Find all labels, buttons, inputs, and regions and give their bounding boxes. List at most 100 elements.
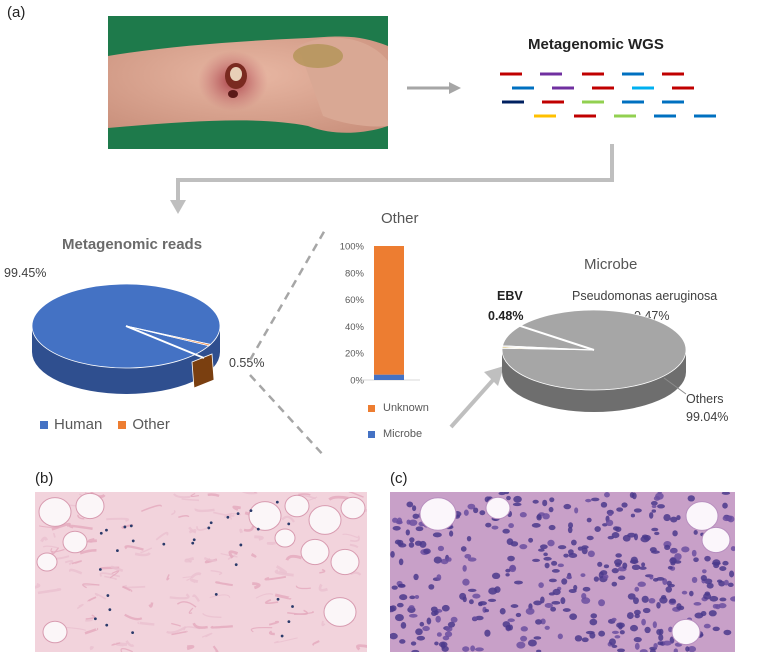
collagen-fiber <box>99 572 121 578</box>
cell-nucleus <box>430 606 438 613</box>
collagen-fiber <box>120 647 134 652</box>
cell-nucleus <box>406 519 411 525</box>
cell-nucleus <box>703 623 711 629</box>
cell-nucleus <box>568 552 578 558</box>
cell-nucleus <box>434 641 439 646</box>
collagen-fiber <box>84 627 99 635</box>
cell-nucleus <box>485 522 492 528</box>
cell-nucleus <box>703 593 712 600</box>
collagen-fiber <box>40 536 48 543</box>
zoom-dashed-lines <box>248 229 327 458</box>
collagen-fiber <box>209 594 231 599</box>
collagen-fiber <box>66 626 87 631</box>
cell-nucleus <box>422 625 430 632</box>
collagen-fiber <box>264 575 287 581</box>
histology-b-texture <box>35 492 367 652</box>
cell-nucleus <box>409 595 416 600</box>
cell-nucleus <box>468 599 474 605</box>
cell-nucleus <box>438 641 448 648</box>
cell-nucleus <box>641 618 646 626</box>
cell-nucleus <box>614 635 621 639</box>
cell-nucleus <box>581 547 588 555</box>
cell-nucleus <box>532 499 539 504</box>
pigment-dot <box>98 568 102 571</box>
cell-nucleus <box>617 648 625 652</box>
collagen-fiber <box>241 492 258 495</box>
fat-vacuole <box>274 528 296 548</box>
cell-nucleus <box>557 545 567 550</box>
cell-nucleus <box>611 568 619 574</box>
collagen-fiber <box>181 498 200 502</box>
pigment-dot <box>106 594 110 597</box>
cell-nucleus <box>604 492 610 498</box>
cell-nucleus <box>723 629 732 636</box>
cell-nucleus <box>462 646 470 652</box>
reads-pie-slice <box>125 325 212 347</box>
collagen-fiber <box>35 583 41 589</box>
collagen-fiber <box>148 602 154 608</box>
cell-nucleus <box>474 647 484 652</box>
other-bar-y-tick: 80% <box>345 268 365 279</box>
cell-nucleus <box>598 599 606 607</box>
collagen-fiber <box>115 642 128 647</box>
cell-nucleus <box>399 639 406 644</box>
cell-nucleus <box>718 580 726 587</box>
cell-nucleus <box>631 492 637 500</box>
cell-nucleus <box>550 606 557 612</box>
collagen-fiber <box>295 585 311 590</box>
collagen-fiber <box>268 630 275 636</box>
collagen-fiber <box>166 574 170 581</box>
cell-nucleus <box>397 584 406 588</box>
cell-nucleus <box>535 619 542 625</box>
cell-nucleus <box>494 586 501 593</box>
cell-nucleus <box>687 645 697 652</box>
fat-vacuole <box>75 492 105 520</box>
collagen-fiber <box>252 582 261 590</box>
microbe-pie-label-others: Others <box>686 392 724 406</box>
cell-nucleus <box>627 532 636 538</box>
cell-nucleus <box>667 565 673 570</box>
cell-nucleus <box>525 607 535 615</box>
fat-vacuole <box>340 496 366 520</box>
collagen-fiber <box>122 584 146 589</box>
leg-ulcer-photo <box>108 16 388 149</box>
cell-nucleus <box>648 598 656 604</box>
pigment-dot <box>276 597 280 601</box>
cell-nucleus <box>626 612 634 620</box>
other-bar-segment-unknown <box>374 246 404 375</box>
cell-nucleus <box>663 514 671 522</box>
collagen-fiber <box>220 552 238 558</box>
collagen-fiber <box>76 603 84 610</box>
collagen-fiber <box>155 531 169 541</box>
cell-nucleus <box>611 630 619 634</box>
cell-nucleus <box>721 492 731 495</box>
cell-nucleus <box>730 546 735 552</box>
pigment-dot <box>249 509 253 513</box>
cell-nucleus <box>532 558 541 563</box>
cell-nucleus <box>398 558 404 566</box>
cell-nucleus <box>727 582 734 588</box>
collagen-fiber <box>166 625 187 634</box>
collagen-fiber <box>215 581 233 587</box>
cell-nucleus <box>432 532 442 538</box>
collagen-fiber <box>188 607 194 614</box>
cell-nucleus <box>405 529 410 536</box>
collagen-fiber <box>328 495 349 501</box>
cell-nucleus <box>460 546 467 552</box>
cell-nucleus <box>440 558 449 565</box>
collagen-fiber <box>203 557 217 562</box>
fat-vacuole <box>248 501 282 531</box>
pigment-dot <box>256 527 260 531</box>
cell-nucleus <box>467 588 477 592</box>
cell-nucleus <box>589 618 598 626</box>
reads-pie-leader <box>125 325 205 359</box>
collagen-fiber <box>250 626 273 633</box>
cell-nucleus <box>390 632 398 640</box>
collagen-fiber <box>190 572 202 579</box>
cell-nucleus <box>508 624 513 631</box>
cell-nucleus <box>574 507 579 514</box>
cell-nucleus <box>508 523 514 529</box>
cell-nucleus <box>639 649 648 652</box>
collagen-fiber <box>207 493 220 498</box>
cell-nucleus <box>611 532 620 539</box>
